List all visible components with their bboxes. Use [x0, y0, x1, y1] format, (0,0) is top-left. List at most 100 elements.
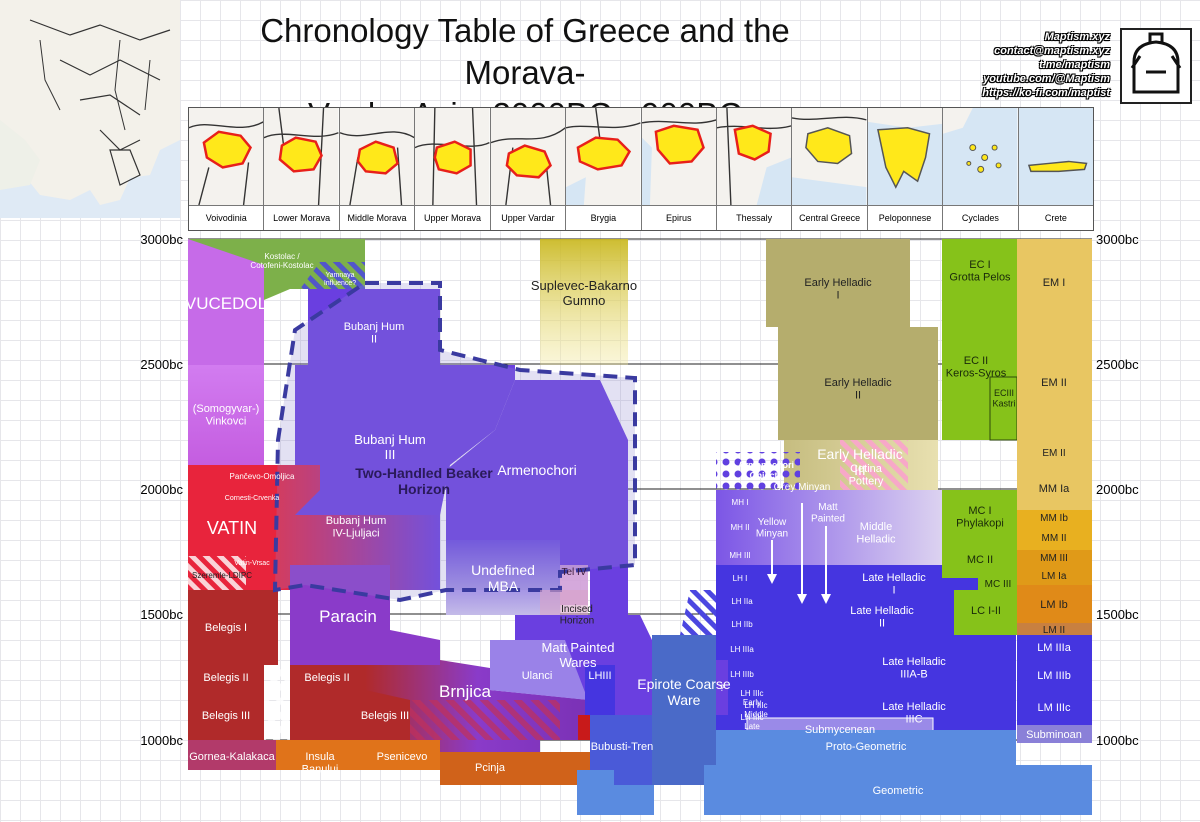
region-cell-central-greece: Central Greece [792, 108, 868, 230]
region-map-icon [792, 108, 867, 205]
block-em-2 [1017, 327, 1092, 440]
block-red-small [578, 715, 590, 740]
block-armenochori [446, 380, 628, 615]
block-lm-ii [1017, 623, 1092, 635]
region-map-icon [490, 108, 566, 205]
region-map-icon [566, 108, 641, 205]
label-mh-1: MH I [732, 498, 749, 507]
block-mc-2 [942, 540, 1017, 578]
label-gornea: Gornea-Kalakaca [189, 751, 275, 763]
block-epirus-hatch [680, 590, 716, 635]
block-bubanj-3 [295, 365, 515, 515]
credit-telegram[interactable]: t.me/maptism [1039, 59, 1110, 71]
label-brnjica: Brnjica [439, 682, 492, 701]
arrowhead-icon [767, 574, 777, 584]
label-grey-minyan: Grey Minyan [774, 482, 831, 493]
block-paracin [290, 565, 440, 690]
credit-email[interactable]: contact@maptism.xyz [994, 45, 1110, 57]
region-cell-upper-morava: Upper Morava [415, 108, 491, 230]
label-lc-12: LC I-II [971, 605, 1001, 617]
label-lm-iiib: LM IIIb [1037, 670, 1071, 682]
block-subminoan [1017, 725, 1092, 743]
label-em-1: EM I [1043, 277, 1066, 289]
region-cell-lower-morava: Lower Morava [264, 108, 340, 230]
block-cetina [840, 440, 908, 490]
tick-label-left: 2500bc [140, 357, 183, 372]
block-lm-iiib [1017, 660, 1092, 690]
region-map-icon [867, 108, 943, 205]
block-lm-ia [1017, 565, 1092, 585]
label-belegis-1: Belegis I [205, 622, 247, 634]
region-cell-voivodinia: Voivodinia [189, 108, 265, 230]
label-armenochori: Armenochori [497, 462, 576, 478]
block-mc-1 [942, 490, 1017, 540]
label-pancevo: Pančevo-Omoljica [230, 472, 295, 481]
block-psenicevo [364, 740, 440, 770]
label-lh-3b: LH IIIb [730, 670, 754, 679]
region-map-icon [189, 108, 264, 205]
region-label-thessaly: Thessaly [716, 205, 792, 230]
label-lm-iiic: LM IIIc [1037, 702, 1071, 714]
credits: Maptism.xyz contact@maptism.xyz t.me/map… [982, 30, 1110, 100]
region-map-icon [264, 108, 339, 205]
label-ulanci: Ulanci [522, 670, 553, 682]
label-proto-geometric: Proto-Geometric [826, 741, 907, 753]
overview-minimap [0, 0, 180, 218]
region-map-icon [943, 108, 1018, 205]
region-cell-epirus: Epirus [641, 108, 717, 230]
region-label-lower-morava: Lower Morava [264, 205, 339, 230]
block-belegis-2-left [188, 665, 264, 690]
credit-website[interactable]: Maptism.xyz [1044, 31, 1110, 43]
label-lm-ii: LM II [1043, 625, 1065, 636]
block-ec-3 [989, 376, 1018, 441]
arrowhead-icon [797, 594, 807, 604]
label-subminoan: Subminoan [1026, 729, 1082, 741]
label-mh-2: MH II [730, 523, 749, 532]
block-szeremle [188, 556, 246, 590]
block-epirote-coarse [652, 635, 716, 785]
arrowhead-icon [821, 594, 831, 604]
label-lm-ia: LM Ia [1041, 571, 1066, 582]
label-em-2b: EM II [1042, 448, 1065, 459]
region-cell-cyclades: Cyclades [943, 108, 1019, 230]
label-szeremle: Szeremle-LDIPC [192, 571, 252, 580]
block-brnjica-hatch [410, 700, 560, 740]
label-mc-2: MC II [967, 554, 993, 566]
label-kostolac: Kostolac /Cotofeni-Kostolac [250, 252, 313, 270]
block-belegis-2-mid [290, 665, 365, 690]
block-em-2b [1017, 440, 1092, 465]
credit-youtube[interactable]: youtube.com/@Maptism [983, 73, 1110, 85]
minyan-arrows [767, 503, 831, 604]
region-cell-crete: Crete [1018, 108, 1094, 230]
tick-label-right: 2500bc [1096, 357, 1139, 372]
label-lh-2b: LH IIb [731, 620, 753, 629]
region-map-icon [641, 108, 716, 205]
block-insula [276, 740, 364, 770]
block-bubanj-2 [308, 289, 440, 365]
block-belegis-1 [188, 590, 278, 665]
region-label-crete: Crete [1018, 205, 1094, 230]
block-gornea [188, 740, 276, 770]
label-belegis-2: Belegis II [203, 672, 248, 684]
label-vatin: VATIN [207, 518, 257, 538]
region-header-strip: Voivodinia Lower Morava Middle Morava Up… [188, 107, 1094, 231]
label-tel-iv: Tel IV [561, 567, 586, 578]
label-belegis-3-mid: Belegis III [361, 710, 409, 722]
credit-kofi[interactable]: https://ko-fi.com/maptist [982, 87, 1110, 99]
block-lm-ib [1017, 585, 1092, 623]
